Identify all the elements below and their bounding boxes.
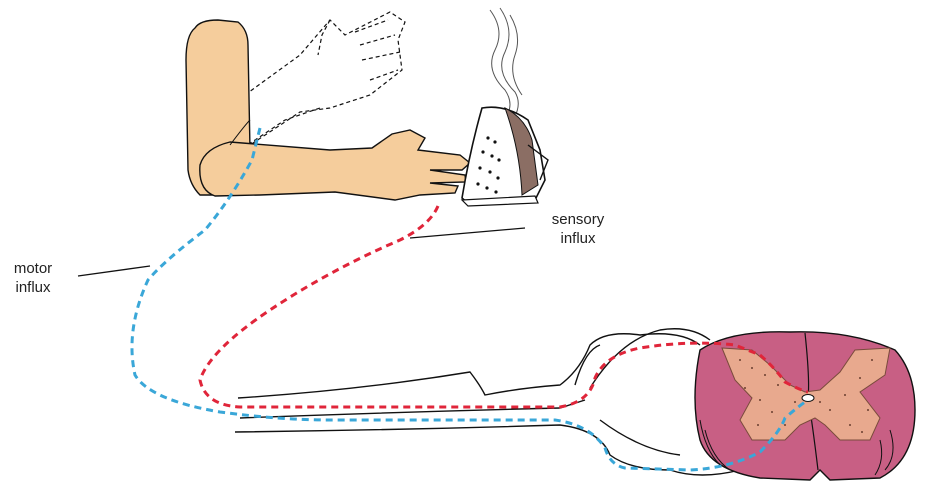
withdrawn-arm-outline (225, 12, 405, 160)
nerve-outline (235, 329, 740, 475)
motor-label-line1: motor (0, 259, 66, 278)
sensory-influx-label: sensory influx (528, 210, 628, 248)
motor-influx-label: motor influx (0, 259, 66, 297)
motor-leader-line (78, 266, 150, 276)
sensory-label-line2: influx (528, 229, 628, 248)
hot-iron (462, 107, 548, 206)
sensory-leader-line (410, 228, 525, 238)
steam-lines (490, 8, 522, 118)
spinal-cord-cross-section (695, 332, 915, 480)
sensory-label-line1: sensory (528, 210, 628, 229)
motor-label-line2: influx (0, 278, 66, 297)
